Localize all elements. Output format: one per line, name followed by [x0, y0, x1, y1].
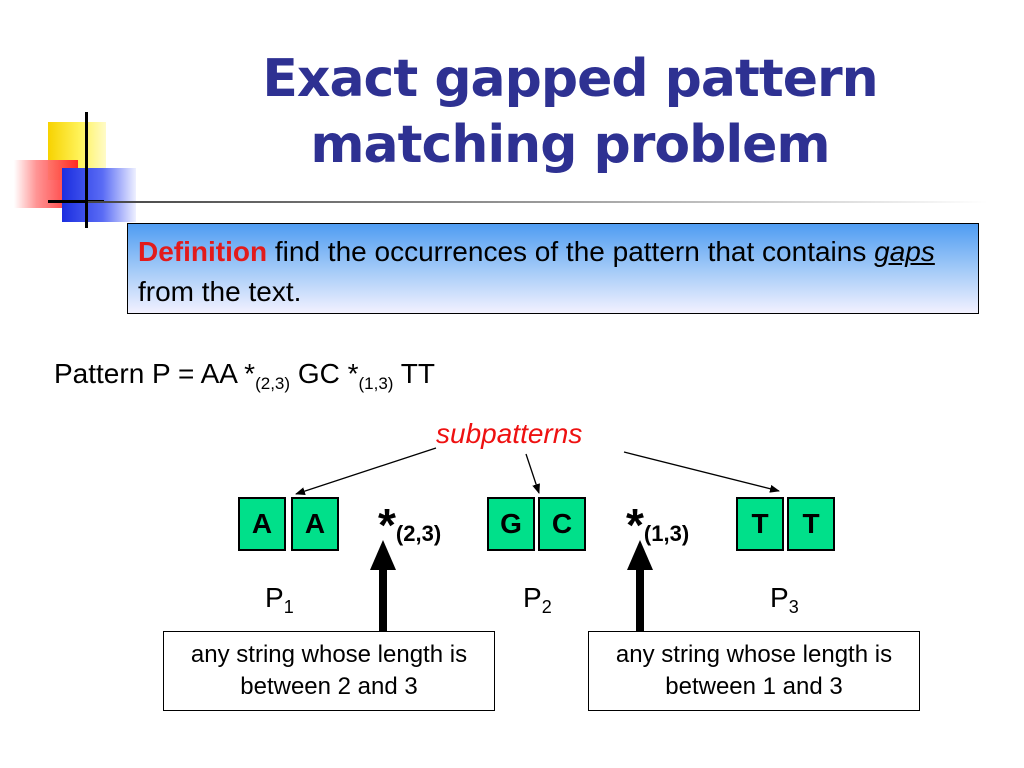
p3-cell-1: T	[736, 497, 784, 551]
pattern-suffix: TT	[393, 358, 435, 389]
gap1-star: *	[378, 499, 396, 551]
gap2-star: *	[626, 499, 644, 551]
pattern-gap1-subscript: (2,3)	[255, 374, 291, 393]
p3-label: P3	[770, 582, 799, 618]
gap1-range: (2,3)	[395, 521, 442, 546]
gap2-arrow-shaft	[636, 567, 644, 631]
logo-horizontal-line	[48, 200, 104, 203]
p2-label-letter: P	[523, 582, 542, 613]
logo-square-blue	[62, 168, 136, 222]
p1-label: P1	[265, 582, 294, 618]
gap1-marker: *(2,3)	[378, 498, 441, 552]
definition-box: Definition find the occurrences of the p…	[127, 223, 979, 314]
gap2-arrow-head	[627, 540, 653, 570]
pattern-prefix: Pattern P = AA *	[54, 358, 256, 389]
definition-gaps-emphasis: gaps	[874, 236, 935, 267]
slide-title: Exact gapped pattern matching problem	[190, 46, 950, 178]
arrow-to-p2	[525, 453, 540, 494]
definition-text-after: from the text.	[138, 276, 302, 307]
p1-cell-2: A	[291, 497, 339, 551]
gap2-marker: *(1,3)	[626, 498, 689, 552]
gap1-arrow-head	[370, 540, 396, 570]
definition-text-before: find the occurrences of the pattern that…	[267, 236, 875, 267]
p1-cell-1: A	[238, 497, 286, 551]
p3-label-letter: P	[770, 582, 789, 613]
p1-label-letter: P	[265, 582, 284, 613]
definition-term: Definition	[138, 236, 268, 267]
pattern-middle: GC *	[290, 358, 359, 389]
title-underline-rule	[88, 201, 988, 203]
p1-label-index: 1	[283, 597, 294, 617]
gap2-note-box: any string whose length is between 1 and…	[588, 631, 920, 711]
pattern-expression: Pattern P = AA *(2,3) GC *(1,3) TT	[54, 358, 435, 394]
p3-label-index: 3	[788, 597, 799, 617]
subpatterns-label: subpatterns	[436, 418, 583, 449]
p2-cell-2: C	[538, 497, 586, 551]
gap1-arrow-shaft	[379, 567, 387, 631]
pattern-gap2-subscript: (1,3)	[358, 374, 394, 393]
p3-cell-2: T	[787, 497, 835, 551]
slide-title-line-1: Exact gapped pattern	[262, 49, 878, 109]
arrow-to-p1	[295, 447, 437, 495]
gap2-range: (1,3)	[643, 521, 690, 546]
arrow-to-p3	[623, 451, 780, 493]
p2-cell-1: G	[487, 497, 535, 551]
p2-label-index: 2	[541, 597, 552, 617]
logo-vertical-line	[85, 112, 88, 228]
gap2-note-text: any string whose length is between 1 and…	[615, 641, 893, 700]
gap1-note-text: any string whose length is between 2 and…	[190, 641, 468, 700]
slide-title-line-2: matching problem	[310, 115, 830, 175]
p2-label: P2	[523, 582, 552, 618]
gap1-note-box: any string whose length is between 2 and…	[163, 631, 495, 711]
